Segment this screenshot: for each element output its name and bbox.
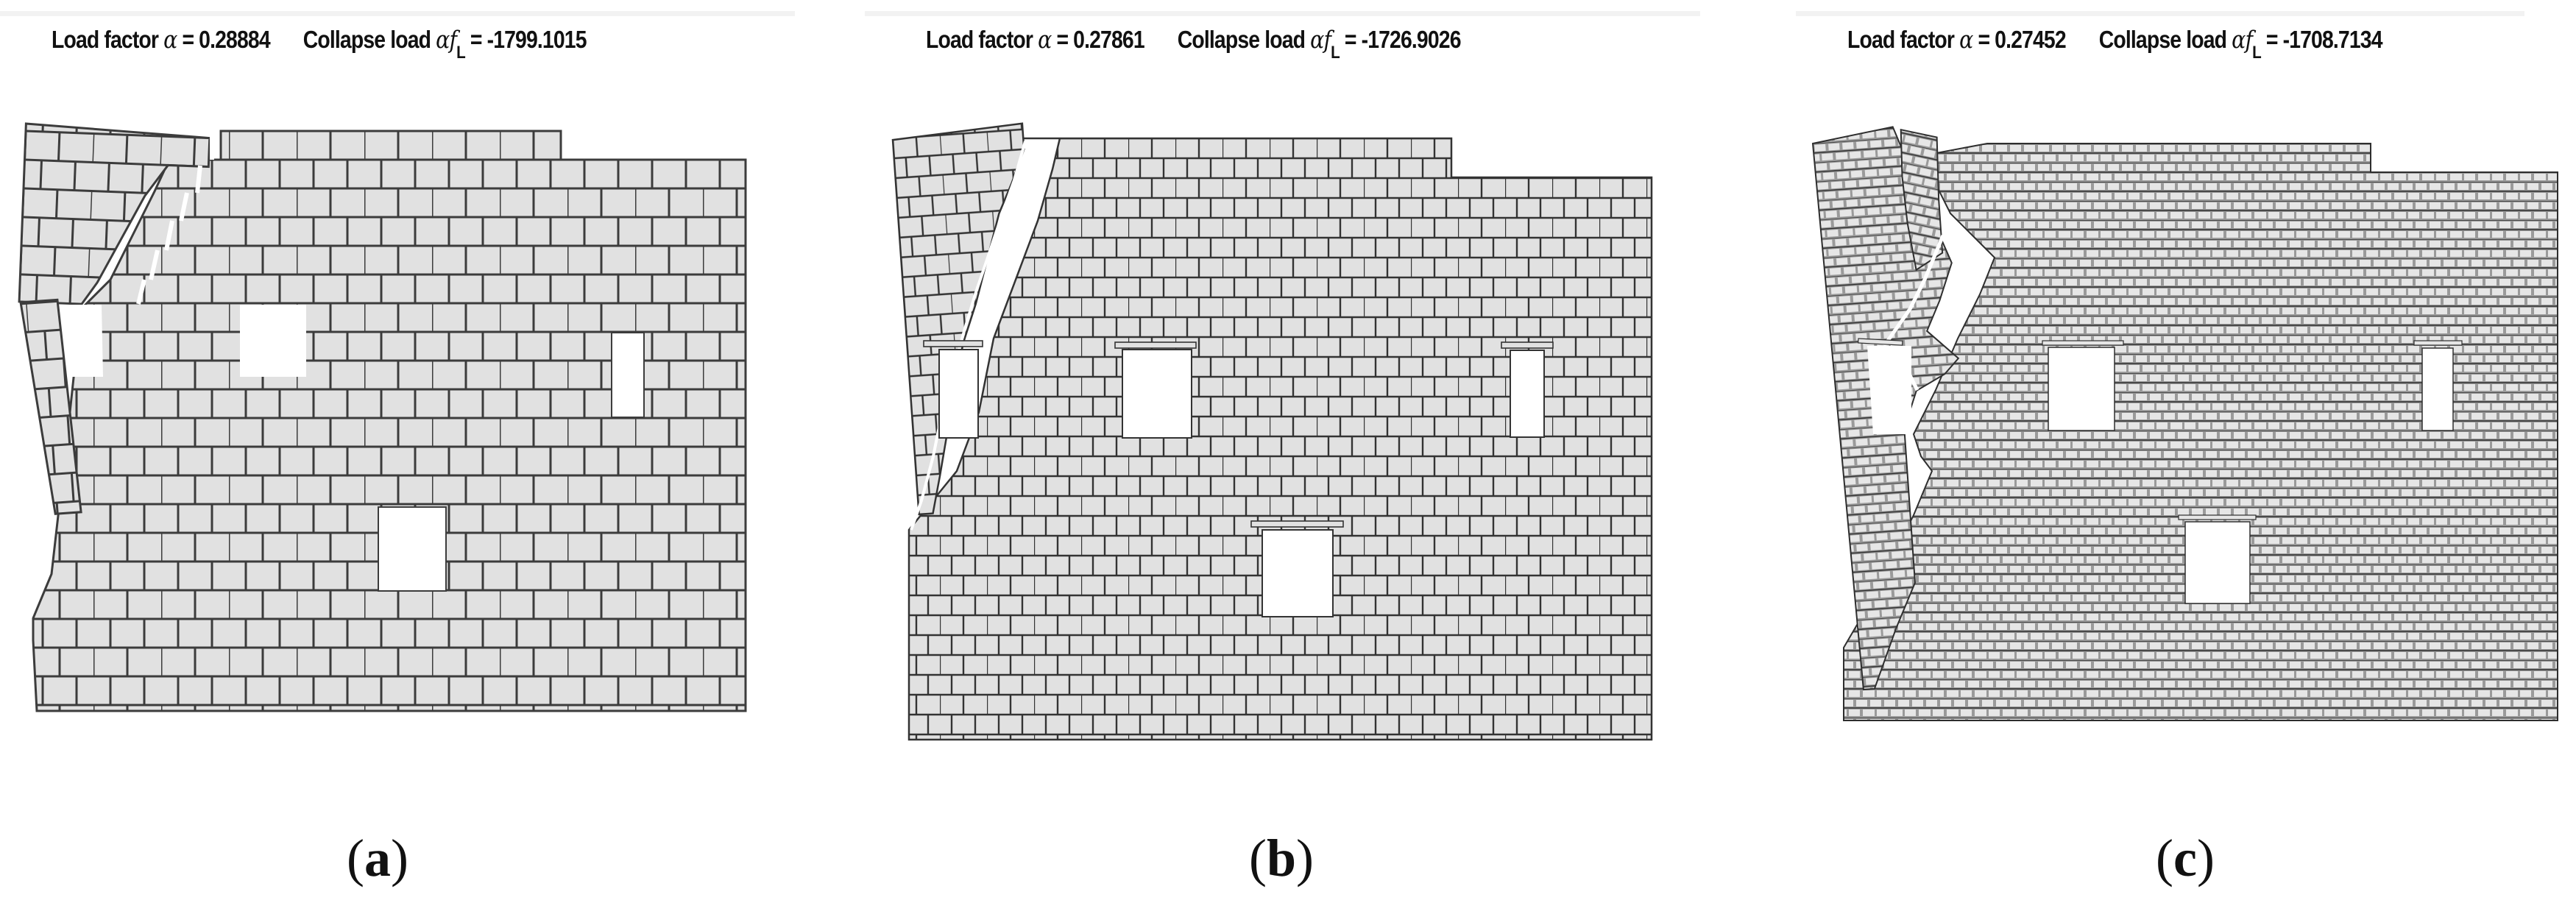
window-opening <box>2048 347 2115 431</box>
collapse-load-value: -1726.9026 <box>1361 26 1462 53</box>
collapse-load-label: Collapse load <box>302 26 431 53</box>
collapse-load-label: Collapse load <box>2098 26 2227 53</box>
panel-a-title: Load factor α = 0.28884 Collapse load αf… <box>52 25 587 63</box>
panel-b-top-rule <box>865 11 1700 16</box>
caption-c: (c) <box>2156 829 2215 888</box>
window-opening <box>240 305 306 377</box>
caption-a: (a) <box>347 829 408 888</box>
load-factor-value: 0.28884 <box>199 26 270 53</box>
panel-c-top-rule <box>1796 11 2524 16</box>
door-opening <box>2184 521 2251 604</box>
window-opening <box>1867 346 1911 434</box>
window-opening <box>60 305 103 377</box>
collapse-load-label: Collapse load <box>1177 26 1306 53</box>
load-factor-label: Load factor <box>926 26 1033 53</box>
alpha-symbol: α <box>1038 25 1052 54</box>
window-opening <box>1510 350 1545 438</box>
load-factor-value: 0.27861 <box>1073 26 1144 53</box>
collapse-symbol: αf <box>1310 25 1331 54</box>
collapse-subscript: L <box>456 43 466 63</box>
load-factor-value: 0.27452 <box>1995 26 2066 53</box>
collapse-load-value: -1799.1015 <box>486 26 587 53</box>
window-opening <box>938 349 979 439</box>
panel-c-title: Load factor α = 0.27452 Collapse load αf… <box>1847 25 2383 63</box>
collapse-subscript: L <box>2252 43 2262 63</box>
load-factor-label: Load factor <box>52 26 159 53</box>
door-opening <box>378 506 447 592</box>
window-opening <box>2421 347 2454 431</box>
collapse-load-value: -1708.7134 <box>2282 26 2383 53</box>
door-opening <box>1262 529 1334 617</box>
panel-a-top-rule <box>0 11 795 16</box>
alpha-symbol: α <box>1959 25 1973 54</box>
alpha-symbol: α <box>163 25 177 54</box>
collapse-symbol: αf <box>2232 25 2253 54</box>
panel-c-wall <box>1811 126 2558 721</box>
panel-b-title: Load factor α = 0.27861 Collapse load αf… <box>926 25 1462 63</box>
collapse-symbol: αf <box>436 25 457 54</box>
caption-b: (b) <box>1248 829 1314 888</box>
panel-b-wall <box>891 122 1653 741</box>
load-factor-label: Load factor <box>1847 26 1955 53</box>
window-opening <box>1122 349 1192 439</box>
panel-a-wall <box>18 122 747 712</box>
collapse-subscript: L <box>1331 43 1340 63</box>
window-opening <box>611 332 645 418</box>
